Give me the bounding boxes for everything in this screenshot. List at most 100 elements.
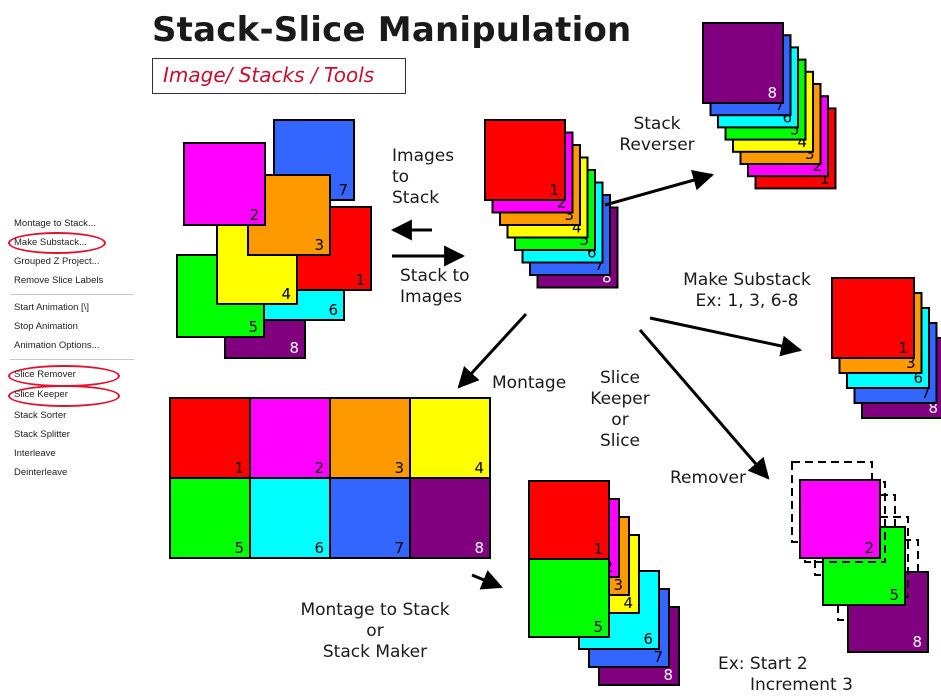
slice-number: 8 — [289, 339, 299, 357]
slice-number: 7 — [775, 96, 785, 114]
slice-number: 7 — [594, 256, 604, 274]
reversed-slice-8: 8 — [702, 22, 784, 104]
slice-number: 6 — [643, 630, 653, 648]
slice-number: 8 — [912, 633, 922, 651]
label-line: Montage to Stack — [300, 600, 450, 620]
slice-number: 6 — [587, 244, 597, 262]
montage-cell-2: 2 — [249, 397, 331, 479]
slice-remover-word: Remover — [670, 468, 746, 488]
make-substack-label: Make Substack Ex: 1, 3, 6-8 — [672, 270, 822, 312]
slice-number: 6 — [913, 369, 923, 387]
menu-item-interleave[interactable]: Interleave — [14, 448, 56, 459]
slice-number: 5 — [593, 618, 603, 636]
stack-reverser-arrow — [604, 169, 715, 207]
highlight-circle-slice-keeper — [8, 385, 120, 407]
montage-cell-8: 8 — [409, 477, 491, 559]
stack-slice-1: 1 — [484, 119, 566, 201]
substack-slice-1: 1 — [831, 277, 915, 359]
menu-item-montage-to-stack[interactable]: Montage to Stack... — [14, 218, 96, 229]
montage-cell-4: 4 — [409, 397, 491, 479]
menu-item-slice-keeper[interactable]: Slice Keeper — [14, 389, 68, 400]
slice-number: 3 — [906, 354, 916, 372]
slice-square-fill — [409, 397, 491, 479]
slice-number: 7 — [653, 648, 663, 666]
montage-to-stack-label: Montage to Stack or Stack Maker — [285, 600, 465, 663]
label-line: Make Substack — [683, 270, 811, 290]
image-2: 2 — [183, 142, 266, 226]
label-line: Images — [400, 287, 463, 307]
slice-number: 5 — [889, 586, 899, 604]
label-line: Stack — [633, 114, 681, 134]
slice-number: 3 — [564, 206, 574, 224]
keeper-example-line-1: Ex: Start 2 — [718, 654, 808, 674]
slice-number: 7 — [394, 539, 404, 557]
montage-cell-1: 1 — [169, 397, 251, 479]
menu-item-stop-animation[interactable]: Stop Animation — [14, 321, 78, 332]
slice-number: 6 — [328, 301, 338, 319]
label-line: Slice — [599, 431, 641, 451]
menu-item-stack-sorter[interactable]: Stack Sorter — [14, 410, 67, 421]
menu-item-remove-slice-labels[interactable]: Remove Slice Labels — [14, 275, 104, 286]
keeper-example-line-2: Increment 3 — [750, 675, 853, 695]
menu-item-start-animation[interactable]: Start Animation [\] — [14, 302, 89, 313]
slice-number: 2 — [557, 194, 567, 212]
slice-square-fill — [799, 479, 881, 559]
slice-number: 2 — [812, 157, 822, 175]
slice-number: 3 — [613, 576, 623, 594]
slice-number: 3 — [314, 236, 324, 254]
slice-number: 5 — [790, 121, 800, 139]
slice-number: 4 — [797, 133, 807, 151]
label-line: Images — [392, 146, 455, 166]
slice-square-fill — [831, 277, 915, 359]
montage-to-stack-arrow — [471, 570, 503, 590]
slice-number: 1 — [355, 271, 365, 289]
label-line: or — [366, 621, 384, 641]
montage-label: Montage — [492, 373, 567, 393]
label-line: Ex: 1, 3, 6-8 — [695, 291, 799, 311]
slice-keeper-remover-label: Slice Keeper or Slice — [585, 368, 655, 452]
slice-keeper-arrow — [638, 329, 770, 480]
slice-number: 1 — [820, 169, 830, 187]
slice-number: 6 — [782, 108, 792, 126]
slice-number: 4 — [474, 459, 484, 477]
slice-square-fill — [169, 477, 251, 559]
slice-number: 5 — [248, 318, 258, 336]
montage-cell-3: 3 — [329, 397, 411, 479]
slice-number: 1 — [898, 339, 908, 357]
slice-number: 2 — [864, 539, 874, 557]
slice-number: 3 — [805, 145, 815, 163]
menu-separator — [10, 359, 134, 360]
slice-square-fill — [528, 480, 610, 560]
menu-item-deinterleave[interactable]: Deinterleave — [14, 467, 68, 478]
montage-cell-7: 7 — [329, 477, 411, 559]
menu-item-stack-splitter[interactable]: Stack Splitter — [14, 429, 70, 440]
label-line: Keeper — [590, 389, 650, 409]
subtitle-box: Image/ Stacks / Tools — [152, 58, 406, 94]
label-line: Stack Maker — [322, 642, 428, 662]
slice-number: 6 — [314, 539, 324, 557]
slice-number: 1 — [593, 540, 603, 558]
slice-number: 5 — [234, 539, 244, 557]
label-line: Slice — [599, 368, 641, 388]
montage-cell-6: 6 — [249, 477, 331, 559]
slice-number: 1 — [549, 181, 559, 199]
menu-item-grouped-z-project[interactable]: Grouped Z Project... — [14, 256, 100, 267]
stack-to-images-label: Stack to Images — [400, 266, 470, 308]
made-stack-slice-5: 5 — [528, 558, 610, 638]
montage-arrow — [457, 312, 528, 389]
kept-slice-2: 2 — [799, 479, 881, 559]
slice-number: 8 — [928, 399, 938, 417]
menu-item-slice-remover[interactable]: Slice Remover — [14, 369, 76, 380]
menu-item-animation-options[interactable]: Animation Options... — [14, 340, 100, 351]
label-line: Reverser — [619, 135, 695, 155]
slice-square-fill — [702, 22, 784, 104]
slice-number: 8 — [663, 666, 673, 684]
menu-item-make-substack[interactable]: Make Substack... — [14, 237, 87, 248]
label-line: Stack — [392, 188, 440, 208]
slice-number: 3 — [394, 459, 404, 477]
slice-number: 4 — [572, 219, 582, 237]
montage-cell-5: 5 — [169, 477, 251, 559]
slice-square-fill — [183, 142, 266, 226]
